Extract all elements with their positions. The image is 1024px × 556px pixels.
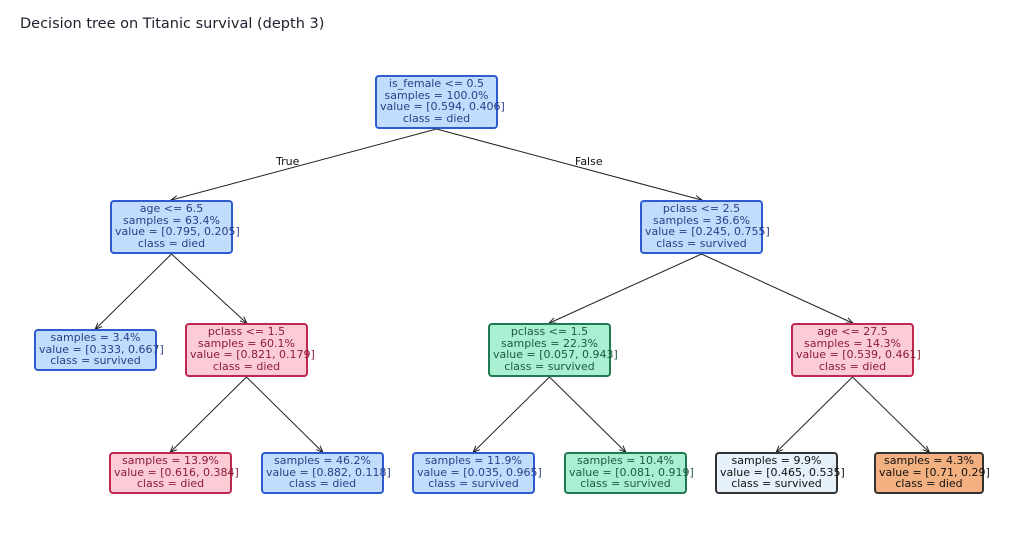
node-line: class = survived	[580, 477, 671, 490]
diagram-title: Decision tree on Titanic survival (depth…	[20, 16, 325, 32]
edge-n1-n3	[96, 253, 172, 329]
node-line: samples = 9.9%	[731, 454, 822, 467]
edge-n5-n10	[549, 376, 626, 452]
node-line: value = [0.616, 0.384]	[114, 465, 239, 479]
node-line: value = [0.245, 0.755]	[645, 225, 770, 238]
node-line: value = [0.465, 0.535]	[720, 465, 845, 479]
node-line: class = survived	[731, 477, 822, 490]
node-line: samples = 13.9%	[122, 454, 219, 467]
node-line: age <= 27.5	[817, 325, 888, 338]
tree-node-n3: samples = 3.4%value = [0.333, 0.667]clas…	[34, 329, 164, 371]
node-line: value = [0.594, 0.406]	[380, 100, 505, 113]
node-line: value = [0.821, 0.179]	[190, 348, 315, 361]
node-line: value = [0.539, 0.461]	[796, 348, 921, 361]
node-line: class = died	[402, 111, 471, 125]
node-line: samples = 36.6%	[653, 213, 750, 227]
node-line: age <= 6.5	[139, 202, 204, 215]
node-line: class = survived	[504, 359, 595, 373]
node-line: value = [0.333, 0.667]	[39, 342, 164, 356]
node-line: value = [0.795, 0.205]	[115, 225, 240, 238]
node-line: is_female <= 0.5	[388, 77, 485, 90]
node-line: pclass <= 1.5	[207, 325, 286, 338]
edge-n0-n2	[436, 128, 702, 200]
node-line: class = survived	[50, 354, 141, 367]
node-line: samples = 46.2%	[274, 454, 371, 467]
node-line: class = died	[136, 477, 205, 490]
edge-n6-n11	[777, 376, 853, 452]
node-line: value = [0.081, 0.919]	[569, 465, 694, 479]
node-line: samples = 60.1%	[198, 336, 295, 350]
edge-label-true: True	[276, 155, 300, 168]
edge-n2-n5	[550, 253, 702, 323]
node-line: class = died	[895, 477, 963, 490]
node-line: class = died	[137, 236, 206, 250]
node-line: value = [0.057, 0.943]	[493, 348, 618, 361]
node-line: value = [0.71, 0.29]	[879, 465, 990, 479]
node-line: class = died	[818, 359, 887, 373]
node-line: samples = 4.3%	[884, 454, 974, 467]
node-line: samples = 10.4%	[577, 454, 674, 467]
node-line: pclass <= 2.5	[662, 202, 741, 215]
node-line: samples = 11.9%	[425, 454, 522, 467]
edge-n4-n8	[246, 376, 323, 452]
node-line: pclass <= 1.5	[510, 325, 589, 338]
node-line: class = died	[212, 359, 281, 373]
tree-node-n11: samples = 9.9%value = [0.465, 0.535]clas…	[715, 452, 845, 494]
tree-node-n12: samples = 4.3%value = [0.71, 0.29]class …	[874, 452, 990, 494]
edge-n0-n1	[172, 128, 437, 200]
node-line: samples = 14.3%	[804, 336, 901, 350]
edge-n2-n6	[701, 253, 853, 323]
edge-n1-n4	[171, 253, 247, 323]
edge-n6-n12	[852, 376, 930, 452]
node-line: class = survived	[656, 236, 747, 250]
node-line: samples = 22.3%	[501, 336, 598, 350]
node-line: samples = 100.0%	[384, 88, 489, 102]
edge-label-false: False	[575, 155, 603, 168]
node-line: class = died	[288, 477, 357, 490]
tree-node-n10: samples = 10.4%value = [0.081, 0.919]cla…	[564, 452, 694, 494]
node-line: value = [0.035, 0.965]	[417, 465, 542, 479]
node-line: value = [0.882, 0.118]	[266, 465, 391, 479]
edge-n4-n7	[171, 376, 247, 452]
node-line: class = survived	[428, 477, 519, 490]
tree-node-n7: samples = 13.9%value = [0.616, 0.384]cla…	[109, 452, 239, 494]
tree-node-n9: samples = 11.9%value = [0.035, 0.965]cla…	[412, 452, 542, 494]
node-line: samples = 3.4%	[50, 331, 141, 344]
edge-n5-n9	[474, 376, 550, 452]
tree-node-n8: samples = 46.2%value = [0.882, 0.118]cla…	[261, 452, 391, 494]
node-line: samples = 63.4%	[123, 213, 220, 227]
